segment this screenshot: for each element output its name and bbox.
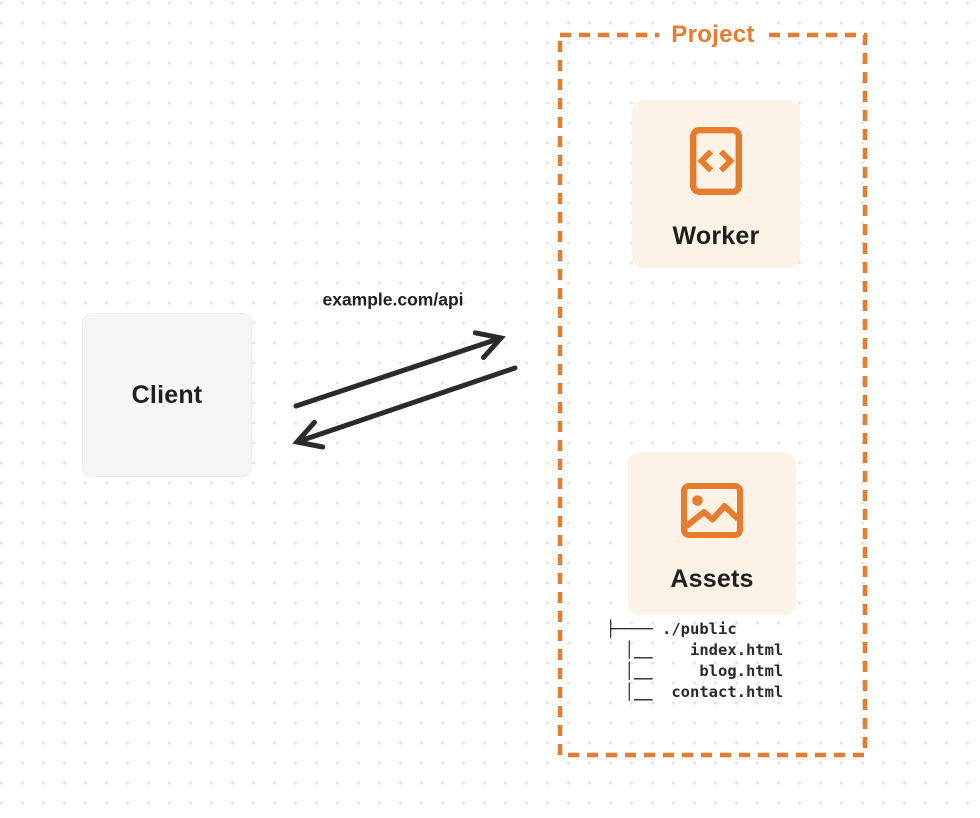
assets-node: Assets [628, 452, 796, 615]
worker-node: Worker [632, 100, 800, 268]
response-arrow [297, 365, 518, 442]
request-arrow [293, 338, 501, 409]
tree-line-blog: │__ blog.html [606, 662, 784, 680]
project-label: Project [659, 21, 767, 49]
assets-label: Assets [670, 565, 754, 593]
assets-file-tree: ├──── ./public │__ index.html │__ blog.h… [606, 619, 783, 703]
tree-line-index: │__ index.html [606, 641, 784, 659]
client-node: Client [82, 313, 252, 477]
image-icon [681, 483, 743, 538]
worker-label: Worker [672, 222, 760, 250]
tree-line-contact: │__ contact.html [606, 683, 784, 701]
code-file-icon [690, 127, 742, 195]
tree-line-public: ├──── ./public [606, 620, 737, 638]
request-url-label: example.com/api [322, 289, 464, 310]
client-label: Client [131, 381, 203, 409]
